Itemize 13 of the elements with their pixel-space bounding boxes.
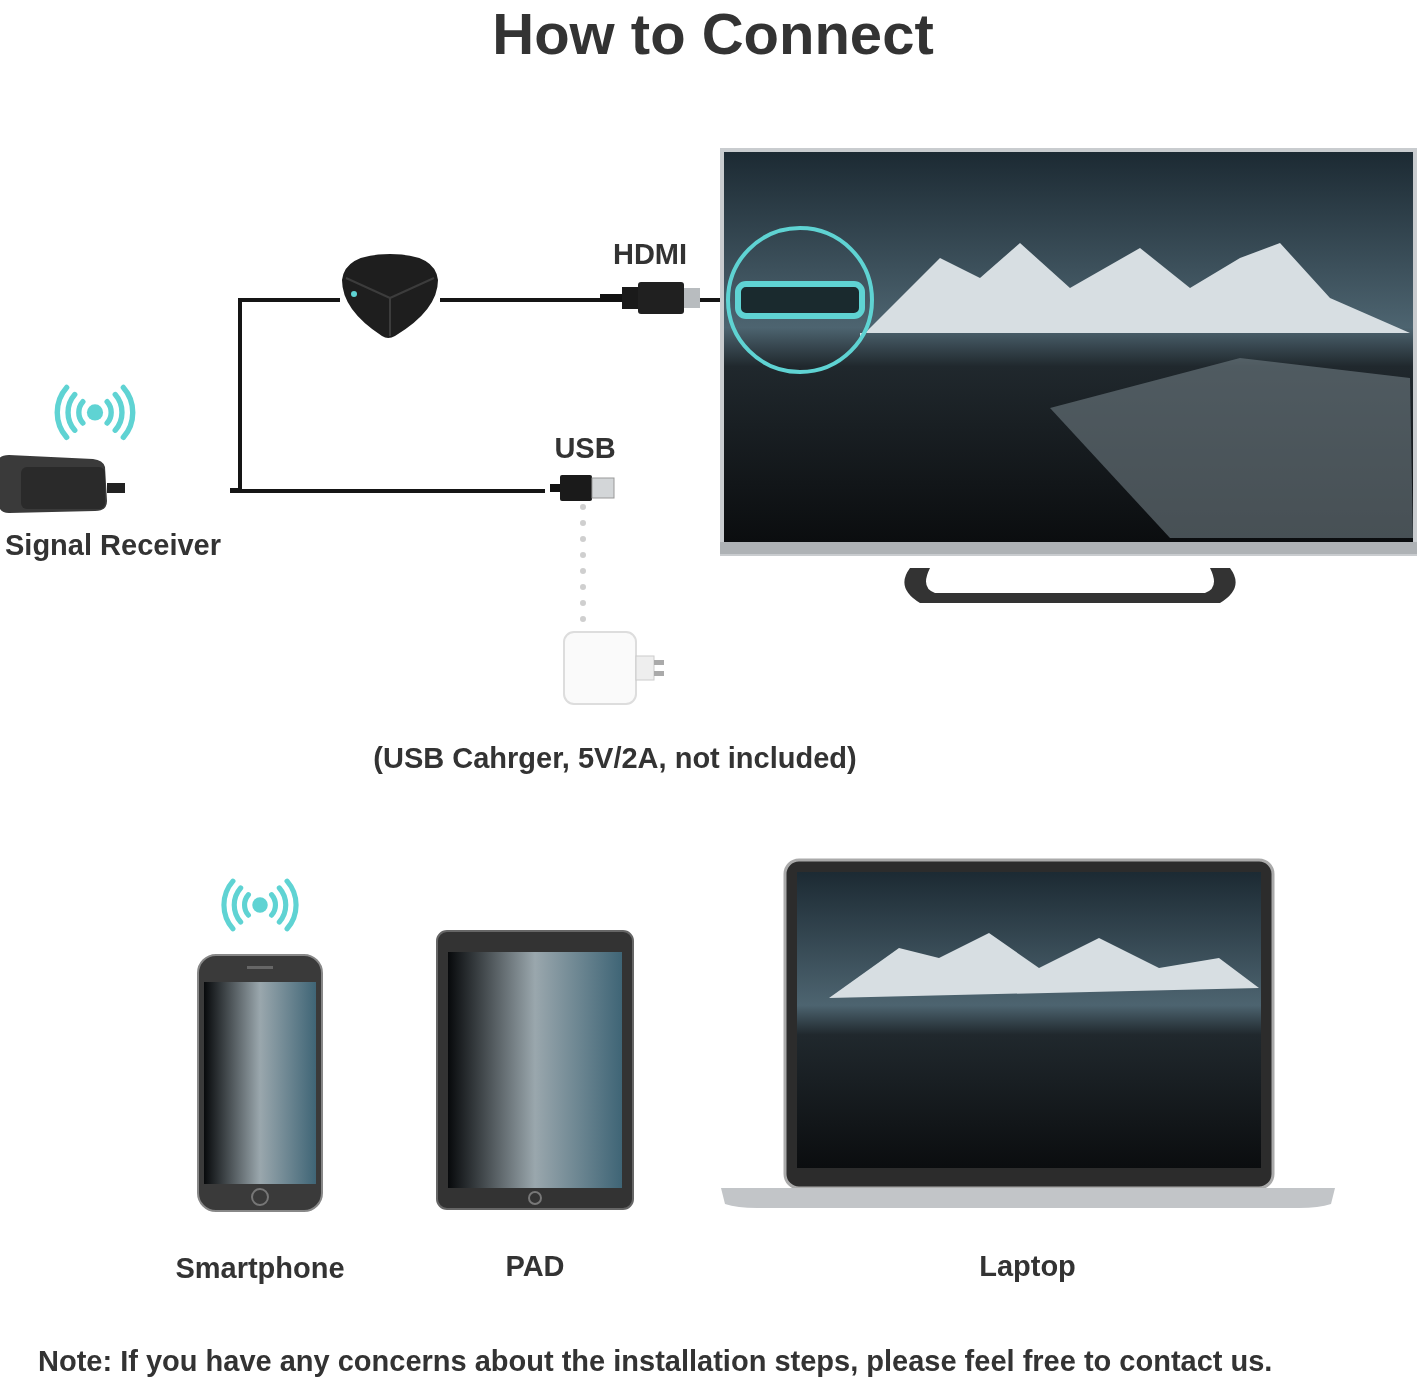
device-label: Laptop (979, 1249, 1076, 1283)
cable (230, 298, 340, 492)
cable (230, 489, 545, 493)
device-label: Smartphone (175, 1251, 345, 1285)
footnote: Note: If you have any concerns about the installation steps, please feel free to contact us. (38, 1345, 1273, 1378)
connector-label: HDMI (612, 238, 688, 272)
device-label: Signal Receiver (5, 528, 221, 563)
connector-label: USB (554, 432, 616, 466)
cable (440, 298, 600, 302)
cable (700, 298, 720, 302)
diagram-title: How to Connect (491, 0, 935, 67)
device-label: PAD (505, 1249, 565, 1283)
adapter-note: (USB Cahrger, 5V/2A, not included) (373, 742, 857, 776)
